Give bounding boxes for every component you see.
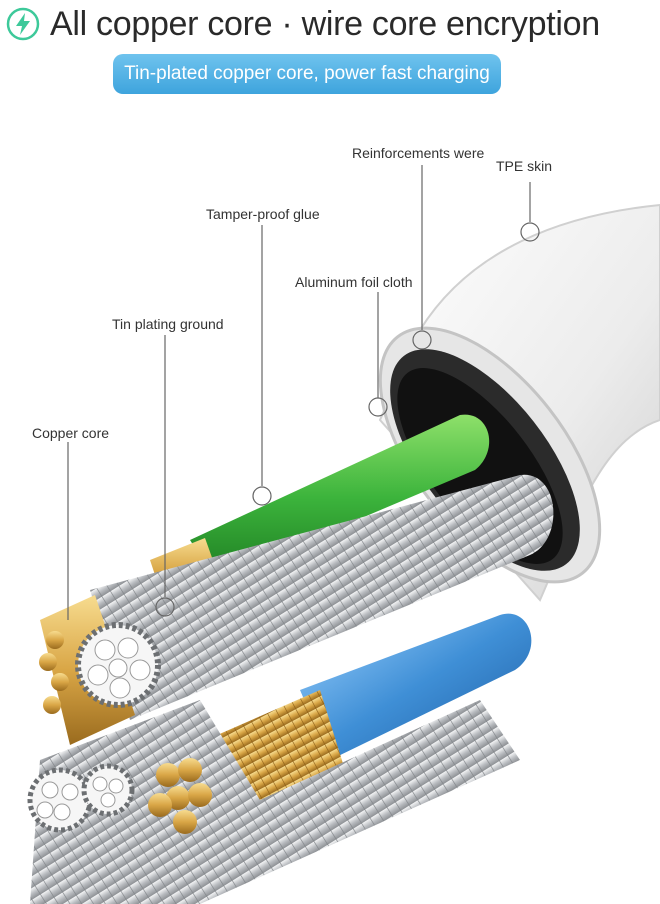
- strand-end-rosette: [81, 763, 135, 817]
- callout-copper-core: Copper core: [32, 425, 110, 441]
- copper-strand-ends: [39, 631, 212, 834]
- callout-reinforcements: Reinforcements were: [352, 145, 485, 161]
- callout-tamper-proof-glue: Tamper-proof glue: [206, 206, 320, 222]
- callout-tin-plating: Tin plating ground: [112, 316, 224, 332]
- callout-tpe-skin: TPE skin: [496, 158, 553, 174]
- page-title: All copper core · wire core encryption: [50, 4, 600, 43]
- title-row: All copper core · wire core encryption: [6, 4, 600, 44]
- subtitle-banner: Tin-plated copper core, power fast charg…: [113, 54, 501, 94]
- strand-end-rosette: [75, 622, 161, 708]
- strand-end-rosette: [27, 767, 93, 833]
- lightning-bolt-icon: [6, 7, 40, 41]
- callout-aluminum-foil: Aluminum foil cloth: [295, 274, 413, 290]
